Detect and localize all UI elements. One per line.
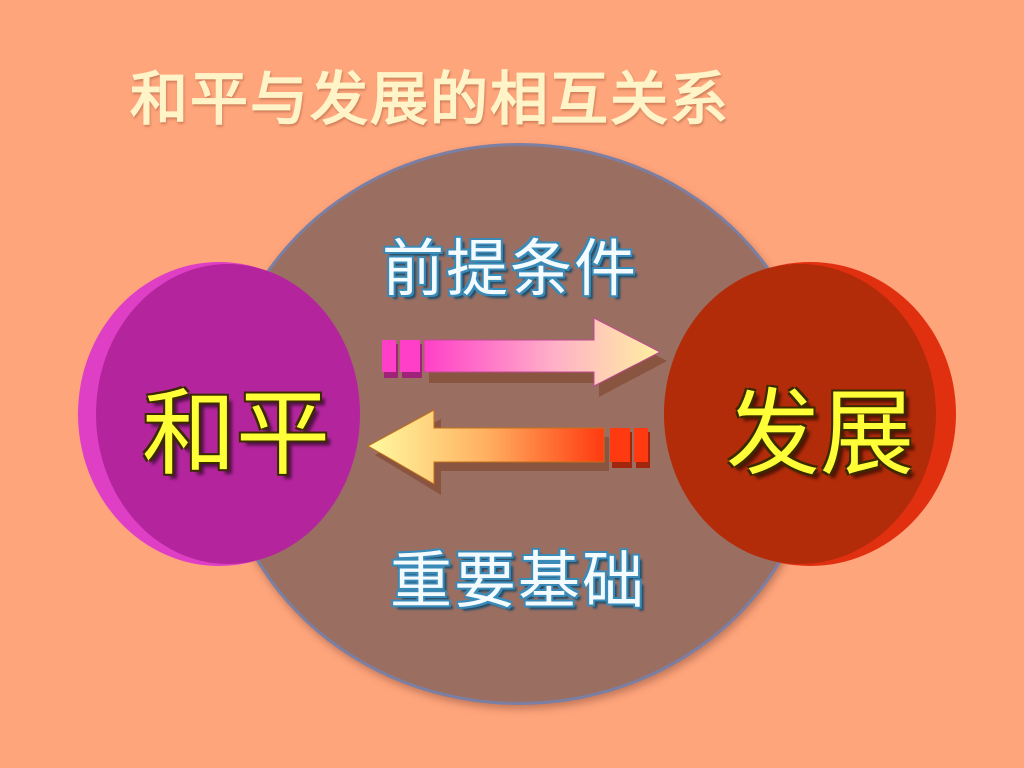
development-circle: 发展 xyxy=(664,262,956,566)
development-label: 发展 xyxy=(726,380,915,489)
arrow-right-body xyxy=(423,317,662,387)
arrow-left-body xyxy=(366,409,605,485)
development-circle-face xyxy=(664,264,936,564)
slide-title: 和平与发展的相互关系 xyxy=(130,65,731,133)
peace-label: 和平 xyxy=(142,380,331,489)
peace-circle-face xyxy=(96,264,360,564)
arrow-right xyxy=(382,317,667,397)
top-relation-label: 前提条件 xyxy=(382,232,639,305)
bottom-relation-label: 重要基础 xyxy=(390,544,647,617)
arrow-left xyxy=(366,409,650,495)
peace-circle: 和平 xyxy=(78,262,360,566)
